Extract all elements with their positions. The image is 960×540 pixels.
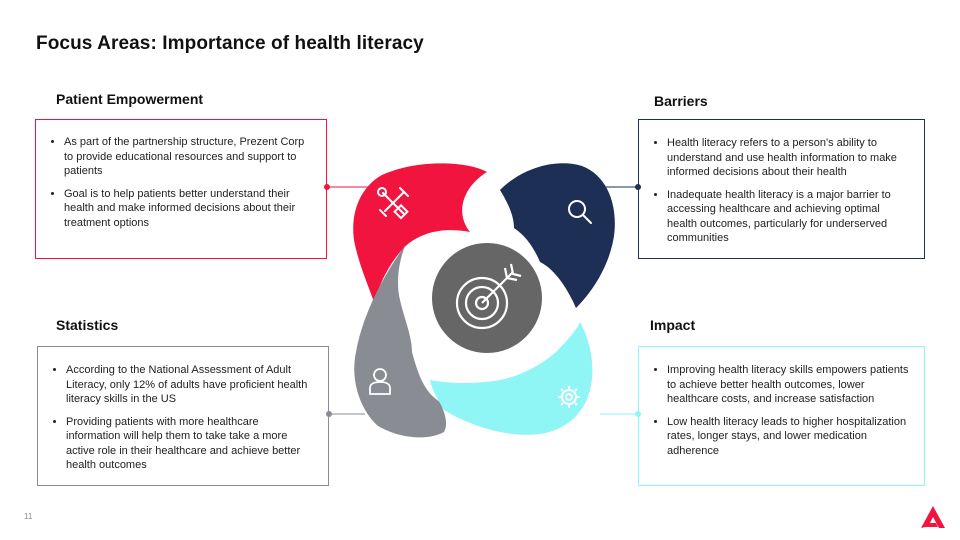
impact-box: Improving health literacy skills empower… (638, 346, 925, 486)
navy-petal (500, 163, 615, 308)
list-item: As part of the partnership structure, Pr… (64, 135, 312, 179)
list-item: Providing patients with more healthcare … (66, 415, 314, 473)
heading-patient-empowerment: Patient Empowerment (56, 91, 204, 107)
patient-empowerment-box: As part of the partnership structure, Pr… (35, 119, 327, 259)
list-item: Health literacy refers to a person's abi… (667, 136, 910, 180)
gear-icon (558, 386, 580, 408)
target-icon (455, 263, 522, 330)
list-item: Inadequate health literacy is a major ba… (667, 188, 910, 246)
heading-statistics: Statistics (56, 317, 119, 333)
list-item: Low health literacy leads to higher hosp… (667, 415, 910, 459)
list-item: Goal is to help patients better understa… (64, 187, 312, 231)
list-item: Improving health literacy skills empower… (667, 363, 910, 407)
statistics-box: According to the National Assessment of … (37, 346, 329, 486)
heading-impact: Impact (650, 317, 696, 333)
page-number: 11 (24, 512, 33, 521)
cyan-petal (430, 322, 593, 435)
list-item: According to the National Assessment of … (66, 363, 314, 407)
person-icon (369, 368, 391, 395)
connector-lines (324, 184, 641, 417)
tools-icon (377, 187, 409, 220)
heading-barriers: Barriers (654, 93, 708, 109)
brand-logo-icon (921, 506, 945, 528)
barriers-box: Health literacy refers to a person's abi… (638, 119, 925, 259)
gray-petal (354, 244, 447, 438)
page-title: Focus Areas: Importance of health litera… (36, 33, 424, 54)
magnifier-icon (568, 200, 592, 224)
